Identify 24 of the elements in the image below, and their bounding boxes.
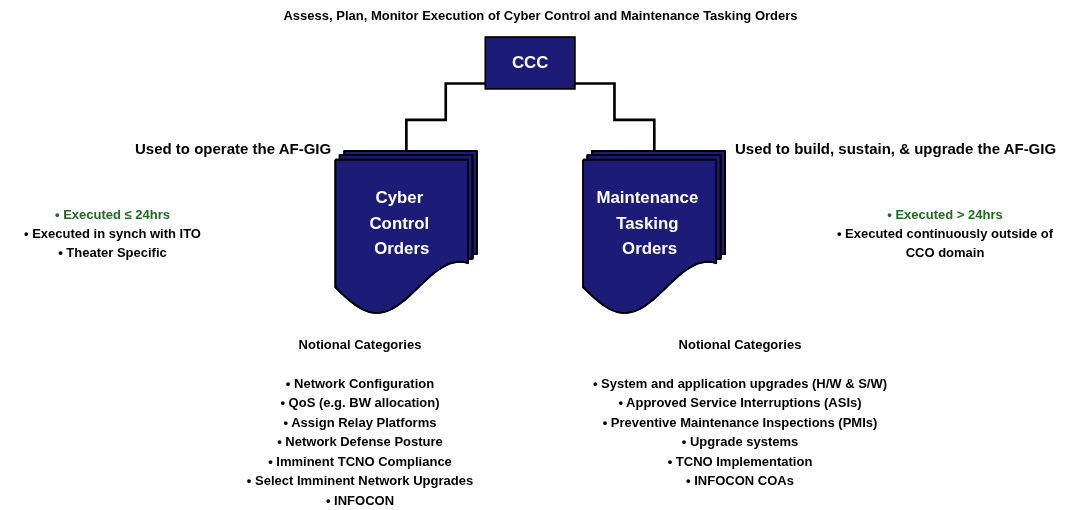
bullet-item: • Executed ≤ 24hrs <box>54 206 171 224</box>
bullet-item: • Executed > 24hrs <box>886 206 1004 224</box>
bullet-item: • Preventive Maintenance Inspections (PMIs) <box>601 413 879 432</box>
bullet-item: • Executed in synch with ITO <box>23 225 202 243</box>
diagram-title: Assess, Plan, Monitor Execution of Cyber Control and Maintenance Tasking Orders <box>282 8 799 23</box>
bullet-item: • INFOCON COAs <box>685 472 795 490</box>
bullet-item: • Approved Service Interruptions (ASIs) <box>617 394 863 412</box>
bullet-item: • Network Configuration <box>284 374 436 393</box>
category-heading: Notional Categories <box>297 336 423 354</box>
category-heading: Notional Categories <box>677 336 803 354</box>
bullet-item: • INFOCON <box>324 491 396 510</box>
node-heading: Used to build, sustain, & upgrade the AF-GIG <box>735 140 1057 157</box>
bullet-item: • Theater Specific <box>57 244 168 262</box>
node-box: CCC <box>484 36 576 90</box>
bullet-item: • Assign Relay Platforms <box>282 413 438 432</box>
bullet-item: • TCNO Implementation <box>666 452 814 471</box>
bullet-item: • Select Imminent Network Upgrades <box>245 472 475 490</box>
bullet-item: • Imminent TCNO Compliance <box>267 452 453 471</box>
bullet-item: • QoS (e.g. BW allocation) <box>279 394 441 412</box>
bullet-item: • Executed continuously outside of CCO domain <box>835 225 1055 262</box>
node-heading: Used to operate the AF-GIG <box>135 140 332 157</box>
bullet-item: • Network Defense Posture <box>276 433 444 451</box>
bullet-item: • Upgrade systems <box>680 433 800 451</box>
bullet-item: • System and application upgrades (H/W & S/W) <box>591 374 889 393</box>
